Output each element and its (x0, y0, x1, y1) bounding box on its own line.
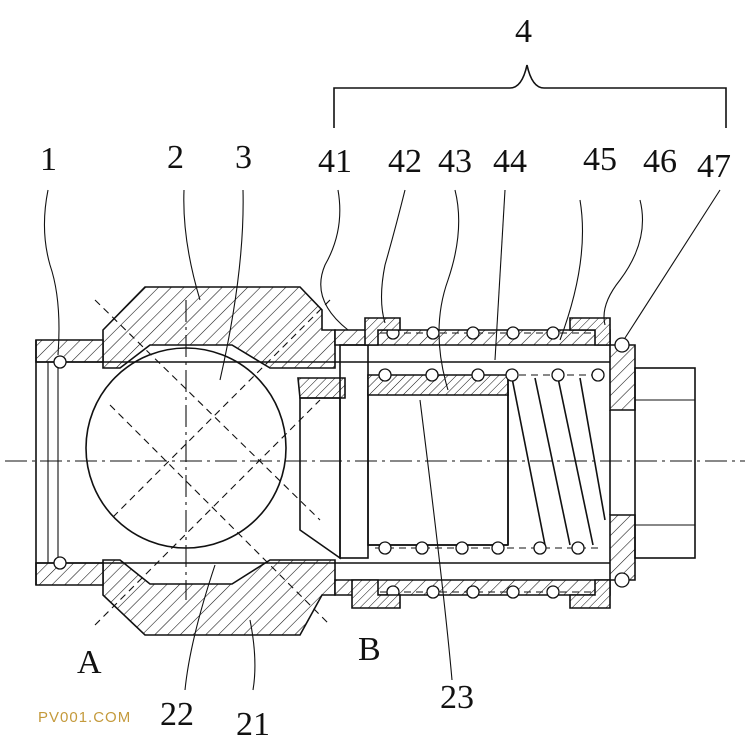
spring-coil (506, 326, 520, 340)
end-fitting (609, 367, 696, 559)
spring-coil (551, 368, 565, 382)
label-1: 1 (40, 141, 57, 178)
o-rings (53, 337, 630, 588)
label-47: 47 (697, 148, 731, 185)
label-23: 23 (440, 679, 474, 716)
group-4-bracket (333, 64, 727, 128)
spring-coil (491, 541, 505, 555)
part-labels: 4 1 2 3 41 42 43 44 45 46 47 A B 22 21 2… (40, 13, 731, 743)
spring-coil (546, 326, 560, 340)
spring-coil (415, 541, 429, 555)
label-42: 42 (388, 143, 422, 180)
label-41: 41 (318, 143, 352, 180)
leader-lines (43, 189, 721, 691)
label-22: 22 (160, 696, 194, 733)
spring-coil (571, 541, 585, 555)
label-3: 3 (235, 139, 252, 176)
label-A: A (77, 644, 102, 681)
spring-coil (378, 541, 392, 555)
spring-coil (466, 326, 480, 340)
spring-coil (425, 368, 439, 382)
spring-coil (533, 541, 547, 555)
spring-coil (506, 585, 520, 599)
retaining-clips (351, 317, 611, 609)
label-group-4: 4 (515, 13, 532, 50)
label-46: 46 (643, 143, 677, 180)
label-21: 21 (236, 706, 270, 743)
internal-outlines (35, 299, 610, 626)
label-2: 2 (167, 139, 184, 176)
label-43: 43 (438, 143, 472, 180)
label-45: 45 (583, 141, 617, 178)
spring-coil (466, 585, 480, 599)
spring-coil (546, 585, 560, 599)
spring-coil (455, 541, 469, 555)
spring-coil (426, 326, 440, 340)
spring-coil (378, 368, 392, 382)
centerlines (5, 300, 745, 600)
spring-coil (471, 368, 485, 382)
label-44: 44 (493, 143, 527, 180)
spring-coil (505, 368, 519, 382)
spring-coils (378, 326, 605, 599)
spring-coil (591, 368, 605, 382)
watermark: PV001.COM (38, 709, 131, 726)
spring-coil (426, 585, 440, 599)
label-B: B (358, 631, 381, 668)
springs (375, 332, 606, 593)
